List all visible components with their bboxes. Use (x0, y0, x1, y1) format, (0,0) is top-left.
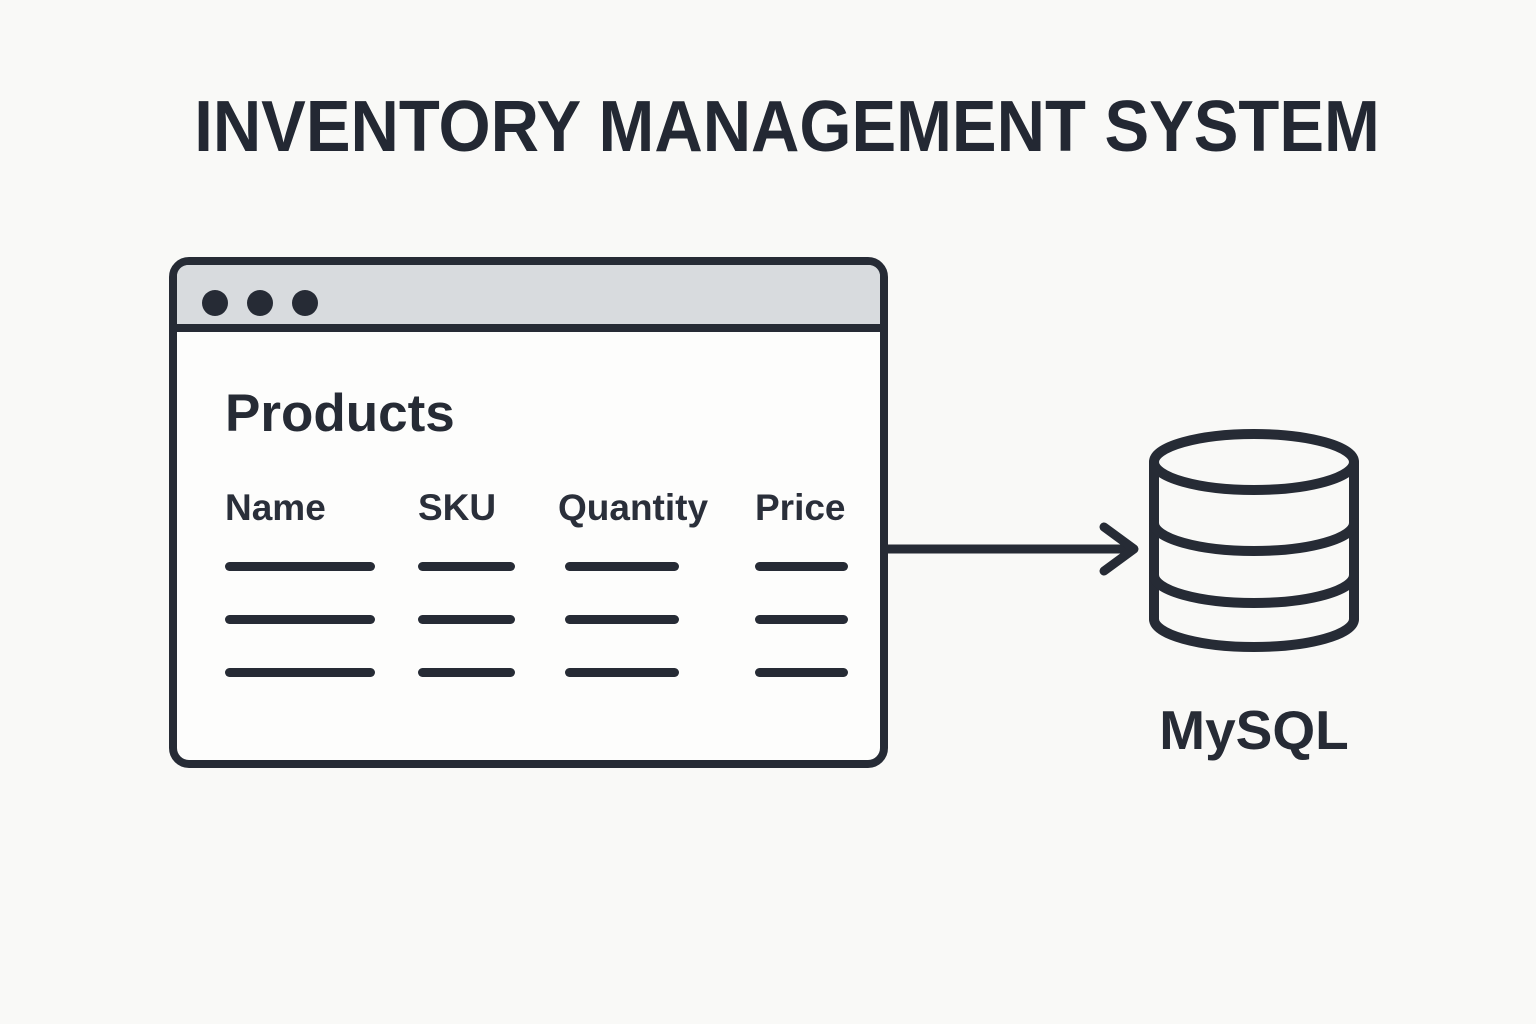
column-header-quantity: Quantity (558, 487, 709, 528)
browser-window: Products Name SKU Quantity Price (169, 257, 888, 768)
column-header-price: Price (755, 487, 846, 528)
window-titlebar (177, 265, 880, 332)
window-dot-icon (292, 290, 318, 316)
placeholder-line (418, 562, 515, 571)
window-heading: Products (225, 384, 455, 443)
placeholder-line (565, 615, 679, 624)
window-dot-icon (202, 290, 228, 316)
database-cylinder-icon (1149, 429, 1359, 652)
placeholder-line (755, 615, 848, 624)
placeholder-line (418, 615, 515, 624)
placeholder-line (225, 562, 375, 571)
placeholder-line (755, 668, 848, 677)
placeholder-line (755, 562, 848, 571)
diagram-title: INVENTORY MANAGEMENT SYSTEM (194, 87, 1380, 167)
placeholder-line (225, 668, 375, 677)
column-header-sku: SKU (418, 487, 497, 528)
column-header-name: Name (225, 487, 326, 528)
placeholder-line (225, 615, 375, 624)
database-label: MySQL (1159, 699, 1349, 761)
window-dot-icon (247, 290, 273, 316)
placeholder-line (565, 668, 679, 677)
placeholder-line (565, 562, 679, 571)
arrow-right-icon (880, 522, 1139, 576)
placeholder-line (418, 668, 515, 677)
